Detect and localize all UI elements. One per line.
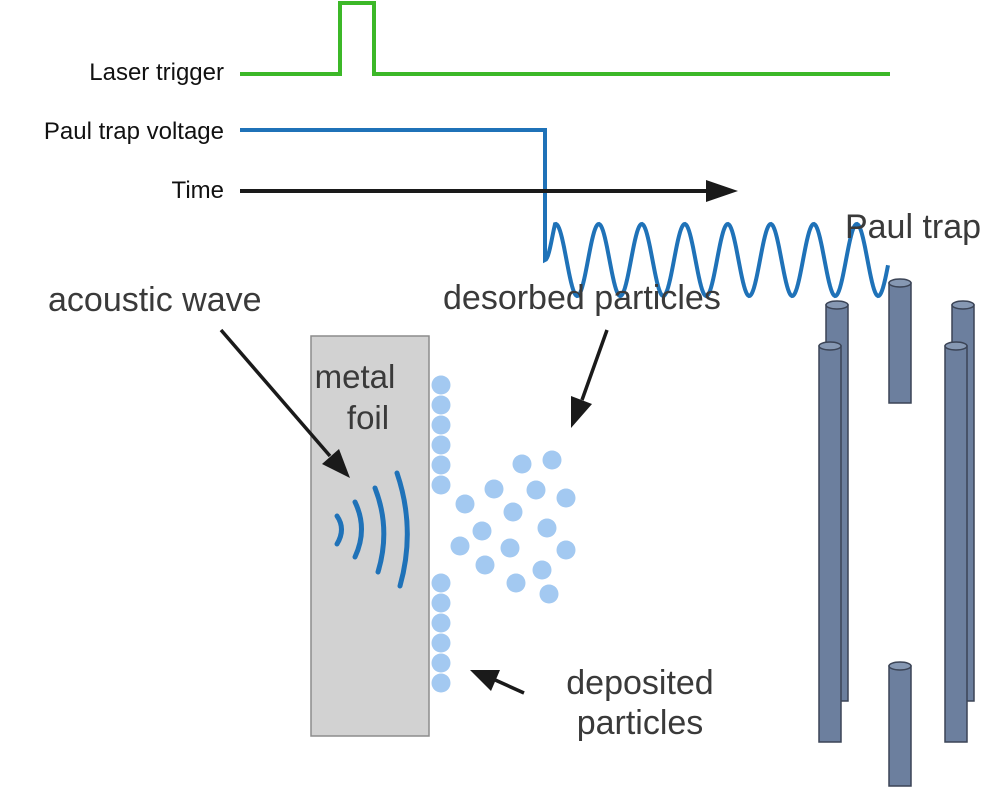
deposited-particles-label-line1: deposited <box>566 664 713 702</box>
metal-foil-label-line1: metal <box>315 358 396 395</box>
metal-foil-label-line2: foil <box>347 399 389 436</box>
paul-trap-voltage-label: Paul trap voltage <box>44 118 224 145</box>
acoustic-wave-arcs <box>334 470 410 589</box>
desorbed-particles-cloud <box>450 450 576 604</box>
time-label: Time <box>172 177 224 204</box>
paul-trap-rods <box>818 278 975 787</box>
laser-trigger-label: Laser trigger <box>89 59 224 86</box>
rod-front-right <box>944 341 968 743</box>
deposited-particles-arrow <box>470 670 525 695</box>
rod-center-top <box>888 278 912 404</box>
rod-center-bottom <box>888 661 912 787</box>
desorbed-particles-arrow <box>571 329 609 428</box>
acoustic-wave-arrow <box>219 328 350 478</box>
time-axis-arrow <box>240 180 738 202</box>
deposited-particles-upper <box>431 375 451 495</box>
paul-trap-voltage-signal <box>240 128 890 299</box>
laser-trigger-signal <box>240 1 890 76</box>
paul-trap-label: Paul trap <box>845 208 981 246</box>
rod-front-left <box>818 341 842 743</box>
acoustic-wave-label: acoustic wave <box>48 281 262 319</box>
metal-foil <box>310 335 430 737</box>
desorbed-particles-label: desorbed particles <box>443 279 721 317</box>
deposited-particles-lower <box>431 573 451 693</box>
deposited-particles-label-line2: particles <box>577 704 704 742</box>
